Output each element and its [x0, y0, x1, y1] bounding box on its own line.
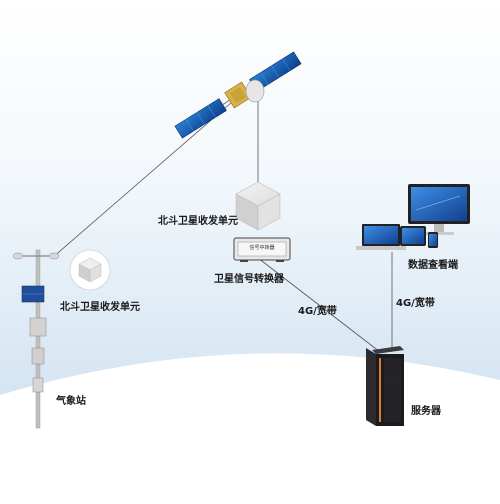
viewer-label: 数据查看端 — [408, 260, 458, 271]
link-converter-server — [257, 257, 381, 353]
converter-label: 卫星信号转换器 — [214, 274, 284, 285]
station-transceiver-icon — [69, 249, 111, 291]
server-icon — [366, 346, 404, 426]
weather-station-label: 气象站 — [56, 396, 86, 407]
satellite-icon — [174, 51, 302, 139]
station-unit-label: 北斗卫星收发单元 — [60, 302, 140, 313]
connection-lines — [51, 100, 393, 353]
converter-panel-label: 信号中转器 — [249, 245, 275, 251]
server-label: 服务器 — [411, 406, 441, 417]
data-viewer-devices-icon — [356, 184, 470, 250]
satellite-unit-label: 北斗卫星收发单元 — [158, 216, 238, 227]
weather-station-icon — [12, 249, 60, 429]
transceiver-unit-icon — [235, 181, 281, 231]
link-right-label: 4G/宽带 — [396, 298, 435, 309]
signal-converter-icon — [233, 237, 291, 262]
link-station-satellite — [51, 101, 233, 259]
link-left-label: 4G/宽带 — [298, 306, 337, 317]
